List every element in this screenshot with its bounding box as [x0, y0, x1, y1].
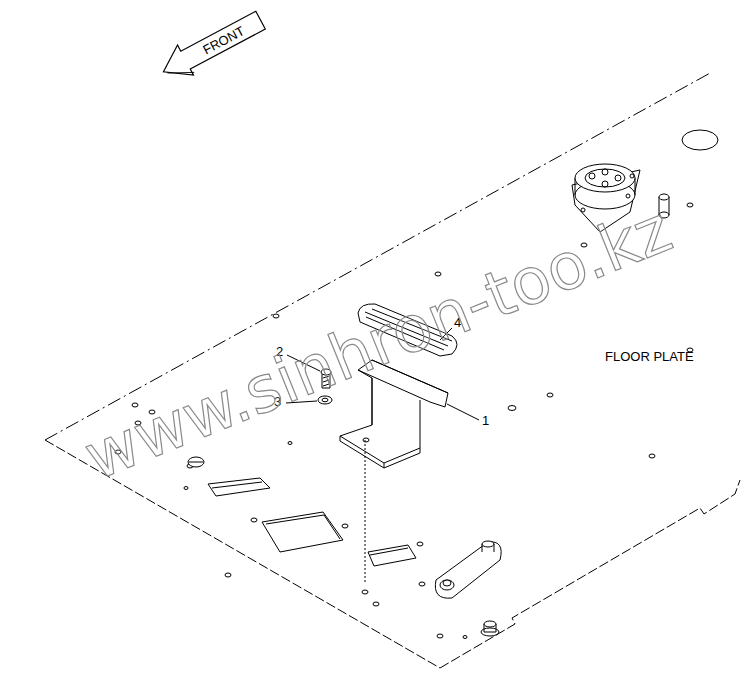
- callout-number: 1: [482, 414, 489, 427]
- watermark: www.sinhron-too.kz: [76, 196, 679, 489]
- arrow-shape: [155, 5, 268, 87]
- direction-arrow: FRONT: [154, 4, 270, 88]
- part-title: FLOOR PLATE: [605, 350, 694, 363]
- arrow-shadow: [167, 62, 194, 84]
